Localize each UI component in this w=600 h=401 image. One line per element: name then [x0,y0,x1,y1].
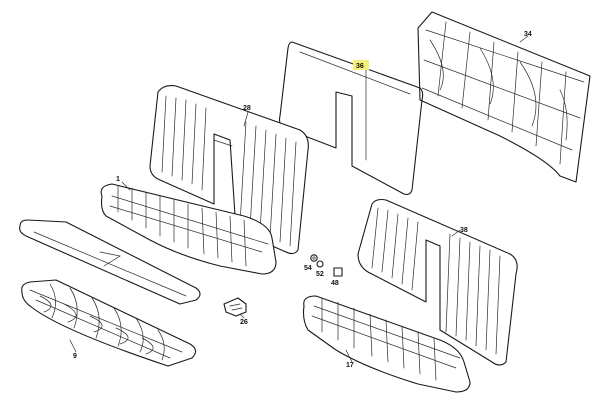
callout-36-highlight [353,60,369,70]
leader-lines [69,35,529,363]
part-9-spring-frame[interactable] [21,279,197,367]
callout-36: 36 [356,63,364,70]
callout-17: 17 [346,362,354,369]
callout-54: 54 [304,265,312,272]
part-28-front-backrest[interactable] [149,85,309,255]
callout-34: 34 [524,31,532,38]
part-36-back-panel[interactable] [278,41,424,196]
part-34-backrest-frame[interactable] [417,11,591,183]
part-26-bracket[interactable] [223,297,247,317]
callout-9: 9 [73,353,77,360]
callout-26: 26 [240,319,248,326]
front-seat-base-pad[interactable] [19,219,201,305]
callout-52: 52 [316,271,324,278]
callout-48: 48 [331,280,339,287]
fastener-group[interactable] [310,254,343,277]
callout-1: 1 [116,176,120,183]
part-38-rear-backrest[interactable] [357,198,518,366]
part-1-front-seat-cushion[interactable] [100,183,277,275]
part-17-rear-seat-cushion[interactable] [302,295,471,393]
callout-38: 38 [460,227,468,234]
callout-28: 28 [243,105,251,112]
